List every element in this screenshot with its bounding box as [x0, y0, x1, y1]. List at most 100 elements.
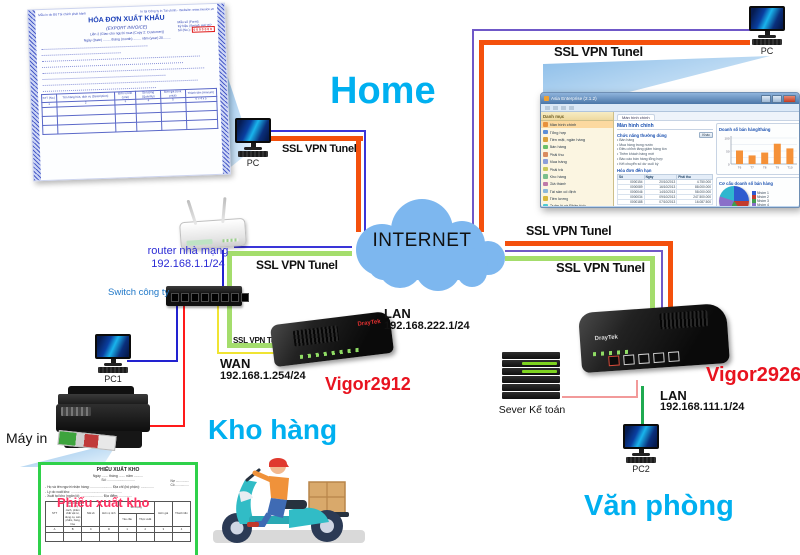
bar-chart-title: Doanh số bán hàng/tháng: [719, 127, 771, 132]
bullet-line: • Điều chỉnh tăng giảm hàng tồn: [617, 147, 667, 152]
pc2-label: PC2: [632, 464, 650, 474]
pc-home-screen: [235, 118, 271, 143]
delivery-scooter-illustration: [213, 458, 365, 543]
module-icon: [543, 181, 548, 187]
module-icon: [543, 144, 548, 150]
window-toolbar: [541, 104, 799, 112]
sidebar-module-item[interactable]: Tổng hợp: [541, 128, 613, 135]
bullet-line: • Thêm khách hàng mới: [617, 152, 655, 157]
tunnel-orange-remote-v: [479, 40, 484, 232]
vigor2912-wan-label: WAN: [220, 356, 251, 371]
switch-ports: [171, 293, 249, 302]
rider-shirt: [269, 476, 289, 500]
isp-router-name: router nhà mạng: [147, 245, 229, 257]
close-button[interactable]: [783, 94, 796, 103]
module-icon: [543, 203, 548, 206]
phieu-field-line: - Họ và tên người nhận hàng: ...........…: [45, 485, 154, 490]
pc2: PC2: [620, 424, 662, 474]
section-heading: Hóa đơn đến hạn: [617, 168, 652, 174]
module-label: Giá thành: [549, 181, 567, 187]
sidebar-module-item[interactable]: Tiền lương: [541, 195, 613, 202]
module-icon: [543, 174, 548, 179]
legend-swatch: [752, 203, 756, 206]
window-titlebar[interactable]: Asia Enterprise (2.1.2): [541, 93, 799, 104]
vigor2926-lan-ip: 192.168.111.1/24: [660, 401, 745, 413]
accounting-app-window: Asia Enterprise (2.1.2) Danh mục Màn hìn…: [540, 92, 800, 208]
cable-red-printer-h: [141, 425, 185, 427]
module-icon: [543, 159, 548, 164]
module-label: Tổng hợp: [549, 129, 567, 135]
invoice-serial-block: Mẫu số (Form): Ký hiệu (Serial): AA/11P …: [177, 19, 215, 33]
zone-label-home: Home: [330, 70, 436, 112]
module-icon: [543, 122, 548, 127]
router-leds: [300, 347, 361, 359]
vigor2912-wan-ip: 192.168.1.254/24: [220, 370, 306, 382]
link-blue-home-v: [364, 130, 366, 232]
pc-remote-label: PC: [760, 46, 774, 56]
switch-label: Switch công ty: [108, 287, 170, 298]
internet-label: INTERNET: [372, 230, 472, 251]
cable-blue-pc1-v: [176, 304, 178, 362]
link-purple-remote-v: [472, 29, 474, 230]
phieu-title: PHIẾU XUẤT KHO: [96, 467, 140, 473]
sidebar-module-item[interactable]: Phải trả: [541, 165, 613, 172]
vent-grille: [292, 324, 340, 347]
server-label: Sever Kế toán: [498, 404, 566, 416]
tab-man-hinh-chinh[interactable]: Màn hình chính: [617, 114, 655, 120]
vigor2926-name: Vigor2926: [706, 364, 800, 386]
module-label: Quản lý và Phân tích: [549, 203, 586, 206]
keyboard: [752, 39, 782, 45]
phieu-debit-credit: Nợ ...............Có ...............: [170, 479, 189, 488]
zone-label-kho-hang: Kho hàng: [208, 414, 338, 445]
legend-entry: Nhóm 2: [752, 195, 769, 199]
sidebar-module-item[interactable]: Mua hàng: [541, 158, 613, 165]
pc1-label: PC1: [104, 374, 122, 384]
sidebar-module-item[interactable]: Tiền mặt, ngân hàng: [541, 136, 613, 143]
link-blue-router-switch: [222, 250, 224, 296]
module-label: Phải thu: [549, 151, 564, 157]
vigor2926-router: DrayTek: [578, 302, 730, 374]
sidebar-module-item[interactable]: Màn hình chính: [541, 121, 613, 129]
pie-chart-title: Cơ cấu doanh số bán hàng: [719, 181, 773, 186]
pc-home-label: PC: [246, 158, 260, 168]
link-pink-server-v: [636, 380, 638, 397]
zone-label-van-phong: Văn phòng: [584, 490, 734, 522]
link-pink-server-h: [562, 396, 638, 398]
minimize-button[interactable]: [761, 94, 771, 103]
section-heading: Chức năng thường dùng Khác: [617, 132, 713, 138]
tunnel-green-right-v: [650, 256, 655, 329]
sidebar-module-item[interactable]: Phải thu: [541, 151, 613, 158]
svg-text:T9: T9: [776, 166, 780, 170]
printer-control-panel: [61, 407, 91, 416]
module-icon: [543, 196, 548, 201]
link-green-pc2: [641, 386, 644, 430]
app-page-heading: Màn hình chính: [617, 123, 713, 130]
sidebar-module-item[interactable]: Kho hàng: [541, 173, 613, 180]
legend-entry: Nhóm 1: [752, 191, 769, 195]
tunnel-green-left-h: [229, 251, 352, 256]
sidebar-module-item[interactable]: Quản lý và Phân tích: [541, 202, 613, 206]
rider-cap: [269, 458, 289, 467]
vigor2912-name: Vigor2912: [325, 374, 411, 394]
printer: [56, 386, 150, 460]
module-label: Bán hàng: [549, 144, 567, 150]
more-button[interactable]: Khác: [699, 132, 713, 138]
pc1-screen: [95, 334, 131, 359]
draytek-logo: DrayTek: [594, 334, 619, 343]
sidebar-module-item[interactable]: Bán hàng: [541, 143, 613, 150]
sidebar-module-item[interactable]: Tài sản cố định: [541, 188, 613, 195]
maximize-button[interactable]: [772, 94, 782, 103]
keyboard: [626, 457, 656, 463]
ssl-label-right-lower: SSL VPN Tunel: [556, 260, 645, 275]
svg-text:T8: T8: [763, 166, 767, 170]
tunnel-orange-home-h: [262, 136, 363, 141]
svg-text:0: 0: [728, 163, 730, 167]
legend-swatch: [752, 199, 756, 203]
module-label: Phải trả: [549, 166, 563, 172]
internet-cloud: [356, 199, 505, 291]
sidebar-module-item[interactable]: Giá thành: [541, 180, 613, 187]
ssl-label-wan: SSL VPN Tunel: [233, 336, 287, 345]
app-icon: [544, 96, 549, 101]
